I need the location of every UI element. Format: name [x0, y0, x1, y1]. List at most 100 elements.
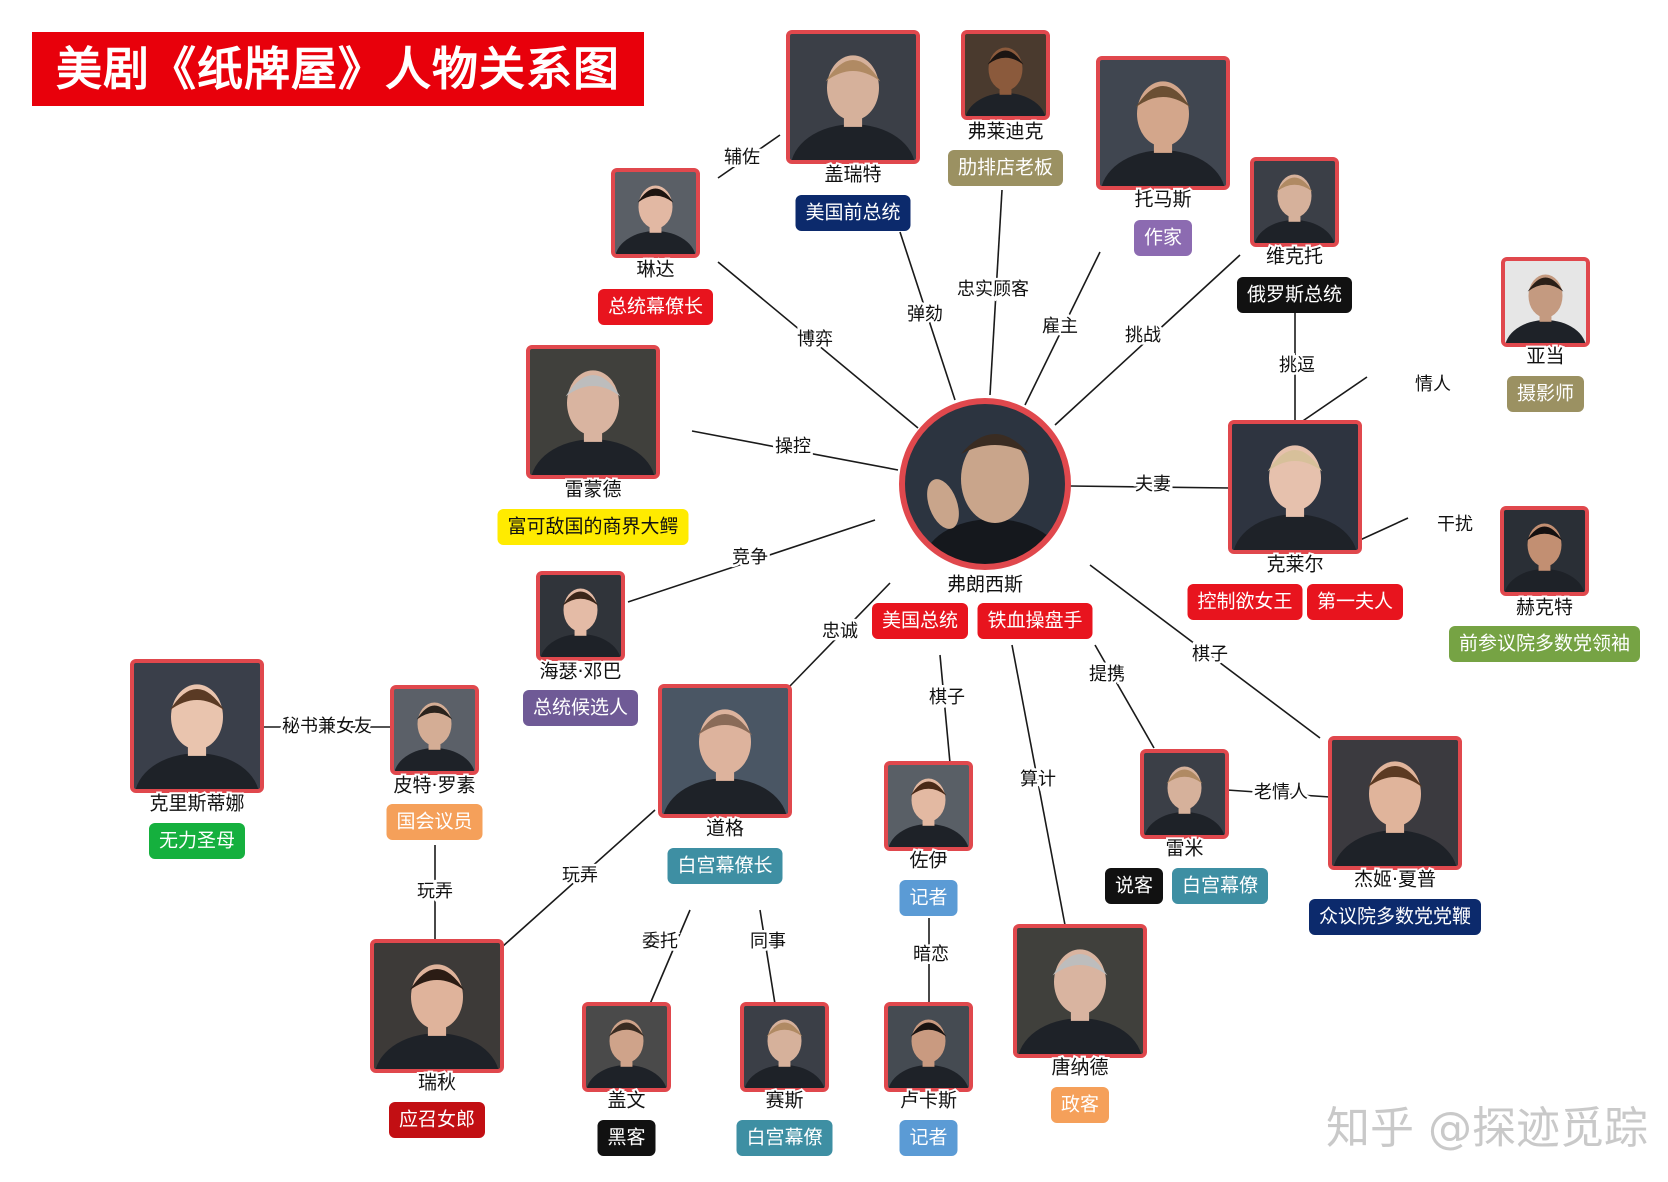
role-tag: 白宫幕僚长 [667, 848, 783, 884]
relation-label: 委托 [642, 931, 678, 952]
relation-label: 弹劾 [907, 304, 943, 325]
role-tag: 政客 [1051, 1087, 1109, 1123]
photo-frame [390, 685, 479, 775]
person-name: 雷蒙德 [564, 479, 621, 501]
person-node-remy[interactable]: 雷米说客白宫幕僚 [1105, 749, 1268, 904]
blonde-woman-photo [1230, 422, 1360, 552]
woman-on-phone-photo [132, 661, 262, 791]
role-tag-label: 前参议院多数党领袖 [1459, 633, 1630, 655]
relation-line [649, 909, 691, 1005]
photo-frame [1328, 736, 1462, 870]
person-node-claire[interactable]: 克莱尔控制欲女王第一夫人 [1187, 420, 1404, 620]
photo-frame [1096, 56, 1230, 190]
person-name: 托马斯 [1134, 189, 1191, 211]
role-tag-label: 作家 [1144, 227, 1182, 249]
role-tag-label: 富可敌国的商界大鳄 [507, 516, 678, 538]
young-woman-photo [886, 763, 971, 849]
role-tag: 美国前总统 [795, 195, 911, 231]
photo-frame [786, 30, 920, 164]
person-name: 克莱尔 [1266, 554, 1323, 576]
role-tag: 美国总统 [872, 603, 968, 639]
photo-frame [526, 345, 660, 479]
photo-frame [1500, 506, 1589, 596]
relation-label: 忠诚 [822, 621, 858, 642]
photo-frame [536, 571, 625, 661]
role-tag: 富可敌国的商界大鳄 [497, 509, 689, 545]
relation-line [717, 261, 919, 429]
role-tag-label: 白宫幕僚长 [677, 855, 772, 877]
person-node-francis[interactable]: 弗朗西斯美国总统铁血操盘手 [872, 398, 1093, 639]
role-tag: 白宫幕僚 [736, 1120, 833, 1156]
person-name: 皮特·罗素 [393, 775, 475, 797]
bearded-man-photo [1098, 58, 1228, 188]
photo-frame [1140, 749, 1229, 839]
person-name: 佐伊 [909, 850, 947, 872]
relation-line [1011, 644, 1066, 926]
relation-line [501, 809, 656, 948]
relation-label: 夫妻 [1135, 474, 1171, 495]
relation-label: 玩弄 [417, 881, 453, 902]
role-tag: 作家 [1134, 220, 1192, 256]
role-tag: 前参议院多数党领袖 [1449, 626, 1640, 662]
man-at-desk-photo [392, 687, 477, 773]
role-tag-label: 说客 [1115, 875, 1153, 897]
relation-line [1054, 254, 1241, 426]
woman-brown-hair-photo [1330, 738, 1460, 868]
role-tag-label: 美国前总统 [805, 202, 900, 224]
role-tag: 控制欲女王 [1187, 584, 1303, 620]
relation-label: 玩弄 [562, 865, 598, 886]
relation-label: 情人 [1415, 374, 1451, 395]
photo-frame [130, 659, 264, 793]
photo-frame [1228, 420, 1362, 554]
person-name: 维克托 [1266, 246, 1323, 268]
relation-label: 棋子 [929, 687, 965, 708]
relation-label: 提携 [1089, 664, 1125, 685]
role-tag: 摄影师 [1507, 376, 1584, 412]
person-name: 弗朗西斯 [947, 574, 1023, 596]
curly-haired-man-photo [886, 1004, 971, 1090]
relation-label: 干扰 [1437, 514, 1473, 535]
role-tag-label: 白宫幕僚 [1182, 875, 1258, 897]
relation-label: 秘书兼女友 [282, 716, 372, 737]
relation-line [1094, 644, 1155, 749]
person-name: 盖瑞特 [824, 164, 881, 186]
photo-frame [611, 168, 700, 258]
photo-frame [899, 398, 1071, 570]
relation-label: 竞争 [732, 547, 768, 568]
woman-smiling-photo [538, 573, 623, 659]
man-in-suit-photo [742, 1004, 827, 1090]
relation-label: 暗恋 [913, 943, 949, 965]
person-name: 赫克特 [1516, 597, 1573, 619]
photo-frame [884, 1002, 973, 1092]
role-tag-label: 国会议员 [396, 811, 472, 833]
photo-frame [1250, 157, 1339, 247]
role-tag-label: 第一夫人 [1317, 591, 1393, 613]
role-tag: 肋排店老板 [948, 150, 1063, 186]
man-in-suit-photo [1142, 751, 1227, 837]
person-name: 琳达 [636, 259, 674, 281]
role-tag-label: 黑客 [607, 1127, 645, 1149]
relation-line [1359, 517, 1409, 541]
relation-line [789, 582, 891, 687]
photo-frame [1013, 924, 1147, 1058]
